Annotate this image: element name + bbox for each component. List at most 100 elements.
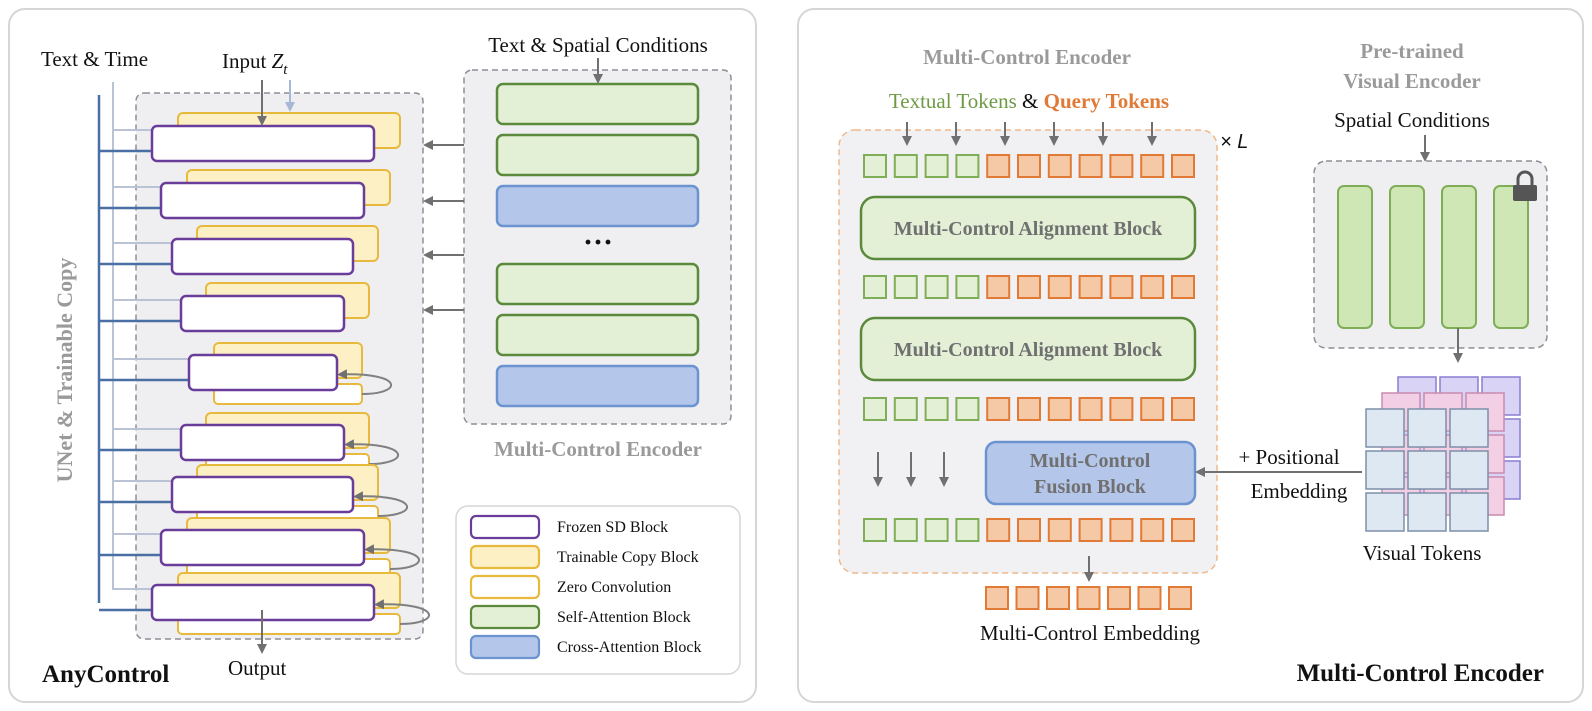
textual-skip-arrows	[873, 452, 949, 487]
unet-vertical-label: UNet & Trainable Copy	[52, 258, 77, 483]
textual-token	[924, 154, 949, 178]
condition-branches	[99, 129, 189, 612]
legend-swatch	[469, 604, 541, 630]
encoder-caption: Multi-Control Encoder	[494, 437, 702, 461]
fusion-block-label-1: Multi-Control	[1030, 450, 1151, 472]
embedding-token	[1137, 586, 1162, 610]
feedback-arrow	[364, 544, 420, 570]
query-token	[1140, 154, 1165, 178]
embedding-token	[1046, 586, 1070, 610]
frozen-sd-block	[150, 124, 376, 163]
frozen-sd-block	[170, 475, 355, 514]
query-token	[1047, 154, 1072, 178]
legend-label: Zero Convolution	[557, 579, 671, 596]
visual-token	[1407, 492, 1447, 532]
mc-encoder-title: Multi-Control Encoder	[1297, 660, 1544, 687]
pretrained-label-2: Visual Encoder	[1343, 69, 1480, 93]
textual-token	[924, 518, 949, 542]
legend-label: Self-Attention Block	[557, 609, 691, 626]
embedding-token	[985, 586, 1009, 610]
embedding-token	[1015, 586, 1040, 610]
textual-token	[893, 275, 918, 299]
legend-swatch	[469, 574, 541, 600]
self-attention-block	[495, 313, 700, 357]
visual-token	[1365, 450, 1405, 490]
frozen-sd-block	[159, 528, 366, 567]
legend-swatch	[469, 634, 541, 660]
legend-swatch	[469, 514, 541, 540]
cross-attention-block	[495, 184, 700, 228]
textual-token	[863, 275, 887, 299]
textual-token	[893, 397, 918, 421]
legend-label: Frozen SD Block	[557, 519, 668, 536]
frozen-sd-block	[159, 181, 366, 220]
textual-token	[924, 275, 949, 299]
visual-encoder-layer	[1441, 185, 1477, 329]
query-token	[1140, 275, 1165, 299]
visual-encoder-layers	[1337, 185, 1529, 329]
positional-label-1: + Positional	[1238, 445, 1339, 469]
self-attention-block	[495, 262, 700, 306]
textual-token	[924, 397, 949, 421]
feedback-arrow	[374, 599, 430, 625]
visual-tokens-label: Visual Tokens	[1363, 541, 1482, 565]
textual-token	[955, 154, 980, 178]
embedding-token	[1107, 586, 1131, 610]
encoder-ellipsis: ···	[583, 226, 613, 259]
visual-encoder-layer	[1389, 185, 1425, 329]
pretrained-label-1: Pre-trained	[1360, 39, 1464, 63]
alignment-block-1	[859, 195, 1197, 261]
anycontrol-title: AnyControl	[42, 661, 169, 688]
alignment-block-2	[859, 316, 1197, 382]
query-token	[1171, 154, 1195, 178]
tokens-heading: Textual Tokens & Query Tokens	[889, 89, 1169, 113]
query-token	[1078, 397, 1103, 421]
textual-token	[955, 275, 980, 299]
query-token	[1078, 154, 1103, 178]
query-token	[986, 275, 1011, 299]
query-token	[1140, 518, 1165, 542]
visual-token	[1449, 408, 1489, 448]
visual-token	[1449, 450, 1489, 490]
query-token	[1109, 154, 1134, 178]
embedding-token	[1168, 586, 1192, 610]
times-l-label: × L	[1220, 131, 1248, 153]
mc-embedding-tokens	[985, 586, 1192, 610]
textual-token	[893, 154, 918, 178]
visual-token	[1365, 408, 1405, 448]
query-token	[1109, 275, 1134, 299]
mc-embedding-label: Multi-Control Embedding	[980, 621, 1200, 645]
encoder-to-unet-arrows	[423, 140, 464, 315]
text-time-label: Text & Time	[41, 47, 148, 71]
positional-label-2: Embedding	[1251, 479, 1348, 503]
cross-attention-block	[495, 364, 700, 408]
input-label: Input Zt	[222, 49, 288, 78]
textual-token	[863, 518, 887, 542]
feedback-arrow	[337, 369, 392, 395]
encoder-blocks	[495, 82, 700, 408]
self-attention-block	[495, 82, 700, 126]
alignment-block-2-label: Multi-Control Alignment Block	[894, 339, 1163, 361]
token-rows	[863, 154, 1195, 542]
embedding-token	[1076, 586, 1101, 610]
query-token	[1078, 518, 1103, 542]
textual-token	[863, 154, 887, 178]
legend-swatch	[469, 544, 541, 570]
query-token	[1109, 518, 1134, 542]
lock-icon	[1513, 170, 1537, 201]
query-token	[1047, 275, 1072, 299]
self-attention-block	[495, 133, 700, 177]
query-token	[1047, 397, 1072, 421]
legend-label: Trainable Copy Block	[557, 549, 699, 566]
token-input-arrows	[902, 122, 1157, 146]
frozen-sd-block	[170, 237, 355, 276]
textual-token	[955, 518, 980, 542]
query-token	[1078, 275, 1103, 299]
encoder-top-label: Text & Spatial Conditions	[488, 33, 708, 57]
visual-encoder-layer	[1493, 185, 1529, 329]
textual-token	[955, 397, 980, 421]
textual-token	[863, 397, 887, 421]
frozen-sd-block	[187, 353, 339, 392]
